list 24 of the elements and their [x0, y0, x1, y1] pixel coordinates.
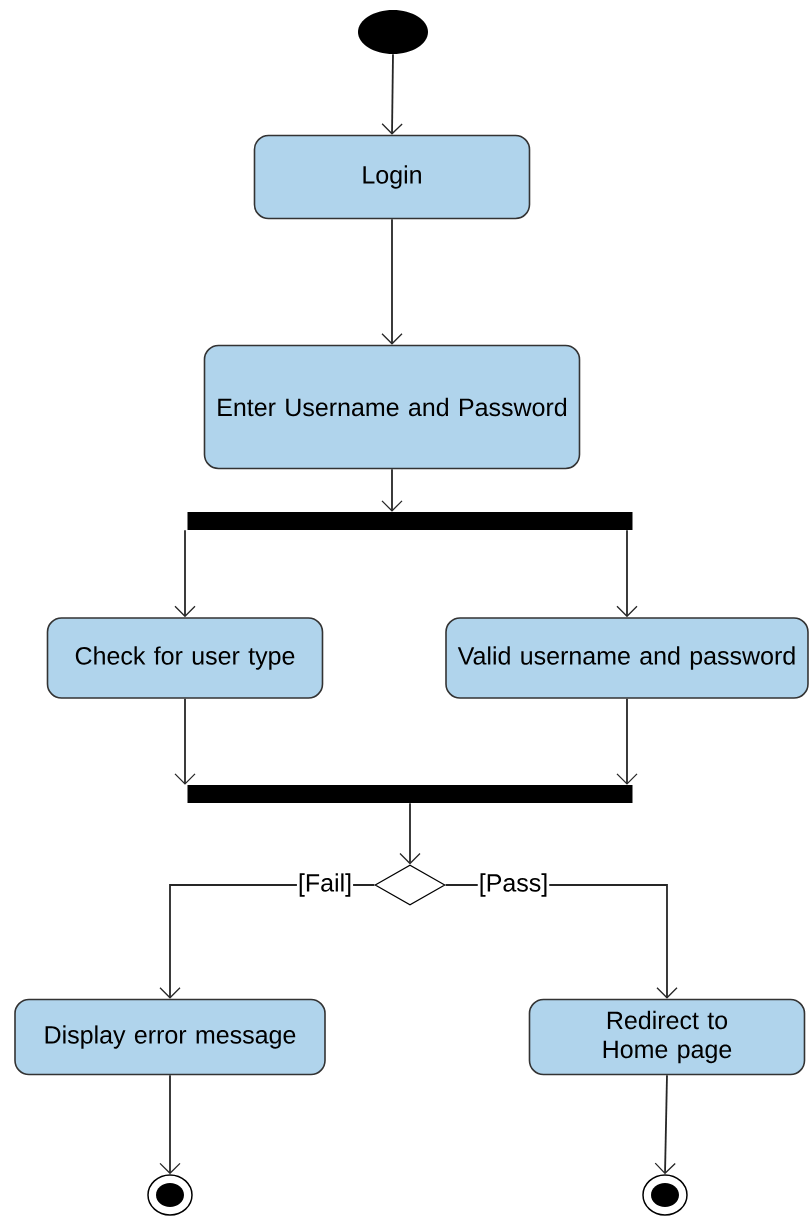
arrow — [381, 468, 403, 512]
action-box: Valid username and password — [445, 617, 809, 699]
action-box: Display error message — [14, 998, 326, 1076]
arrow — [159, 1074, 181, 1175]
fork-bar — [187, 785, 633, 803]
arrow — [616, 529, 638, 618]
action-box: Enter Username and Password — [203, 344, 581, 470]
arrow — [399, 802, 421, 865]
action-box: Redirect to Home page — [528, 998, 806, 1076]
final-node — [642, 1174, 688, 1216]
edge-label: [Fail] — [296, 872, 354, 898]
initial-node — [358, 10, 428, 54]
arrow — [381, 53, 403, 135]
edge-label: [Pass] — [477, 872, 550, 898]
final-node — [147, 1174, 193, 1216]
arrow — [654, 1074, 676, 1175]
arrow — [174, 529, 196, 618]
decision-diamond — [374, 864, 446, 906]
action-box: Login — [253, 134, 531, 220]
fork-bar — [187, 512, 633, 530]
arrow — [381, 218, 403, 345]
action-box: Check for user type — [46, 617, 324, 699]
arrow — [174, 697, 196, 785]
arrow — [616, 697, 638, 785]
